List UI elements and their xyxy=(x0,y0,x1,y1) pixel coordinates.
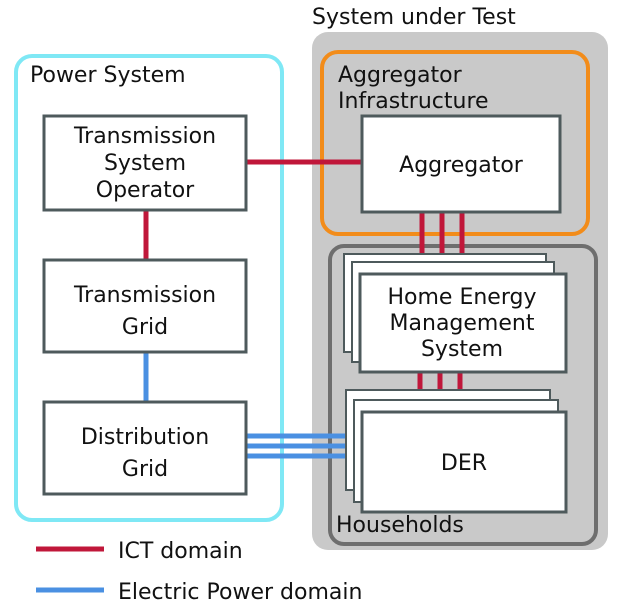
legend: ICT domain Electric Power domain xyxy=(36,539,362,605)
legend-power-label: Electric Power domain xyxy=(118,580,362,605)
legend-ict-label: ICT domain xyxy=(118,539,243,564)
transmission-grid-label-line1: Transmission xyxy=(73,283,216,308)
distribution-grid-label-line1: Distribution xyxy=(81,425,209,450)
hems-label-line1: Home Energy xyxy=(388,285,537,310)
system-under-test-label: System under Test xyxy=(312,5,516,30)
power-system-region xyxy=(14,54,284,522)
aggregator-infrastructure-label-line2: Infrastructure xyxy=(338,89,489,114)
distribution-grid-label-line2: Grid xyxy=(122,457,168,482)
tso-label-line2: System xyxy=(104,151,186,176)
aggregator-infrastructure-label-line1: Aggregator xyxy=(338,63,463,88)
power-connections xyxy=(143,352,364,459)
households-label: Households xyxy=(336,513,464,538)
hems-label-line3: System xyxy=(421,337,503,362)
der-label: DER xyxy=(441,451,487,476)
der-box xyxy=(360,410,568,514)
tso-label-line1: Transmission xyxy=(73,124,216,149)
transmission-grid-label-line2: Grid xyxy=(122,315,168,340)
power-system-label: Power System xyxy=(30,63,186,88)
der-stack: DER xyxy=(345,389,568,514)
aggregator-box: Aggregator xyxy=(360,114,562,214)
aggregator-infrastructure-region xyxy=(320,50,590,236)
hems-label-line2: Management xyxy=(390,311,535,336)
tso-box: Transmission System Operator xyxy=(42,114,248,212)
aggregator-label: Aggregator xyxy=(399,153,524,178)
tso-label-line3: Operator xyxy=(96,178,195,203)
hems-stack: Home Energy Management System xyxy=(343,253,568,374)
distribution-grid-box: Distribution Grid xyxy=(42,400,248,496)
transmission-grid-box: Transmission Grid xyxy=(42,258,248,354)
hems-box xyxy=(358,272,568,374)
